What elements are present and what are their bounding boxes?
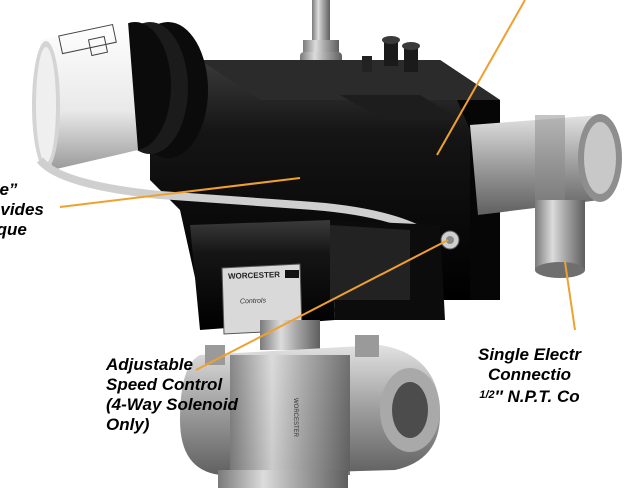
ball-valve-body [180,320,440,488]
right-solenoid [470,114,622,215]
label-plate-script: Controls [239,297,267,306]
electrical-connection-fitting [535,200,585,278]
callout-leader-lines [59,0,576,371]
speed-callout-line-4: Only) [106,415,150,434]
electrical-callout-line-3-text: ″ N.P.T. Co [494,387,580,406]
speed-control-callout: Adjustable Speed Control (4-Way Solenoid… [106,355,238,435]
yoke-callout-line-1: ke” [0,180,18,199]
pneumatic-tube [36,157,422,234]
electrical-callout-fraction: 1/2 [479,389,495,401]
speed-callout-line-2: Speed Control [106,375,223,394]
leader-line-yoke [59,177,301,208]
terminal-posts [362,36,420,72]
electrical-callout-line-1: Single Electr [478,345,581,364]
electrical-connection-callout: Single Electr Connectio 1/2″ N.P.T. Co [478,345,581,407]
electrical-callout-line-3: 1/2″ N.P.T. Co [478,385,581,407]
electrical-callout-line-2: Connectio [487,365,572,384]
white-solenoid-cylinder [32,22,138,170]
leader-line-top-right [436,0,526,156]
yoke-torque-callout: ke” ovides rque [0,180,44,240]
valve-body-marking: WORCESTER [292,398,298,437]
speed-control-screw [440,230,460,250]
speed-callout-line-1: Adjustable [106,355,193,374]
leader-line-speed-control [195,239,449,371]
yoke-callout-line-2: ovides [0,200,44,219]
leader-line-electrical [564,261,576,331]
label-plate-brand: WORCESTER [227,270,281,281]
speed-callout-line-3: (4-Way Solenoid [106,395,238,414]
yoke-callout-line-3: rque [0,220,27,239]
